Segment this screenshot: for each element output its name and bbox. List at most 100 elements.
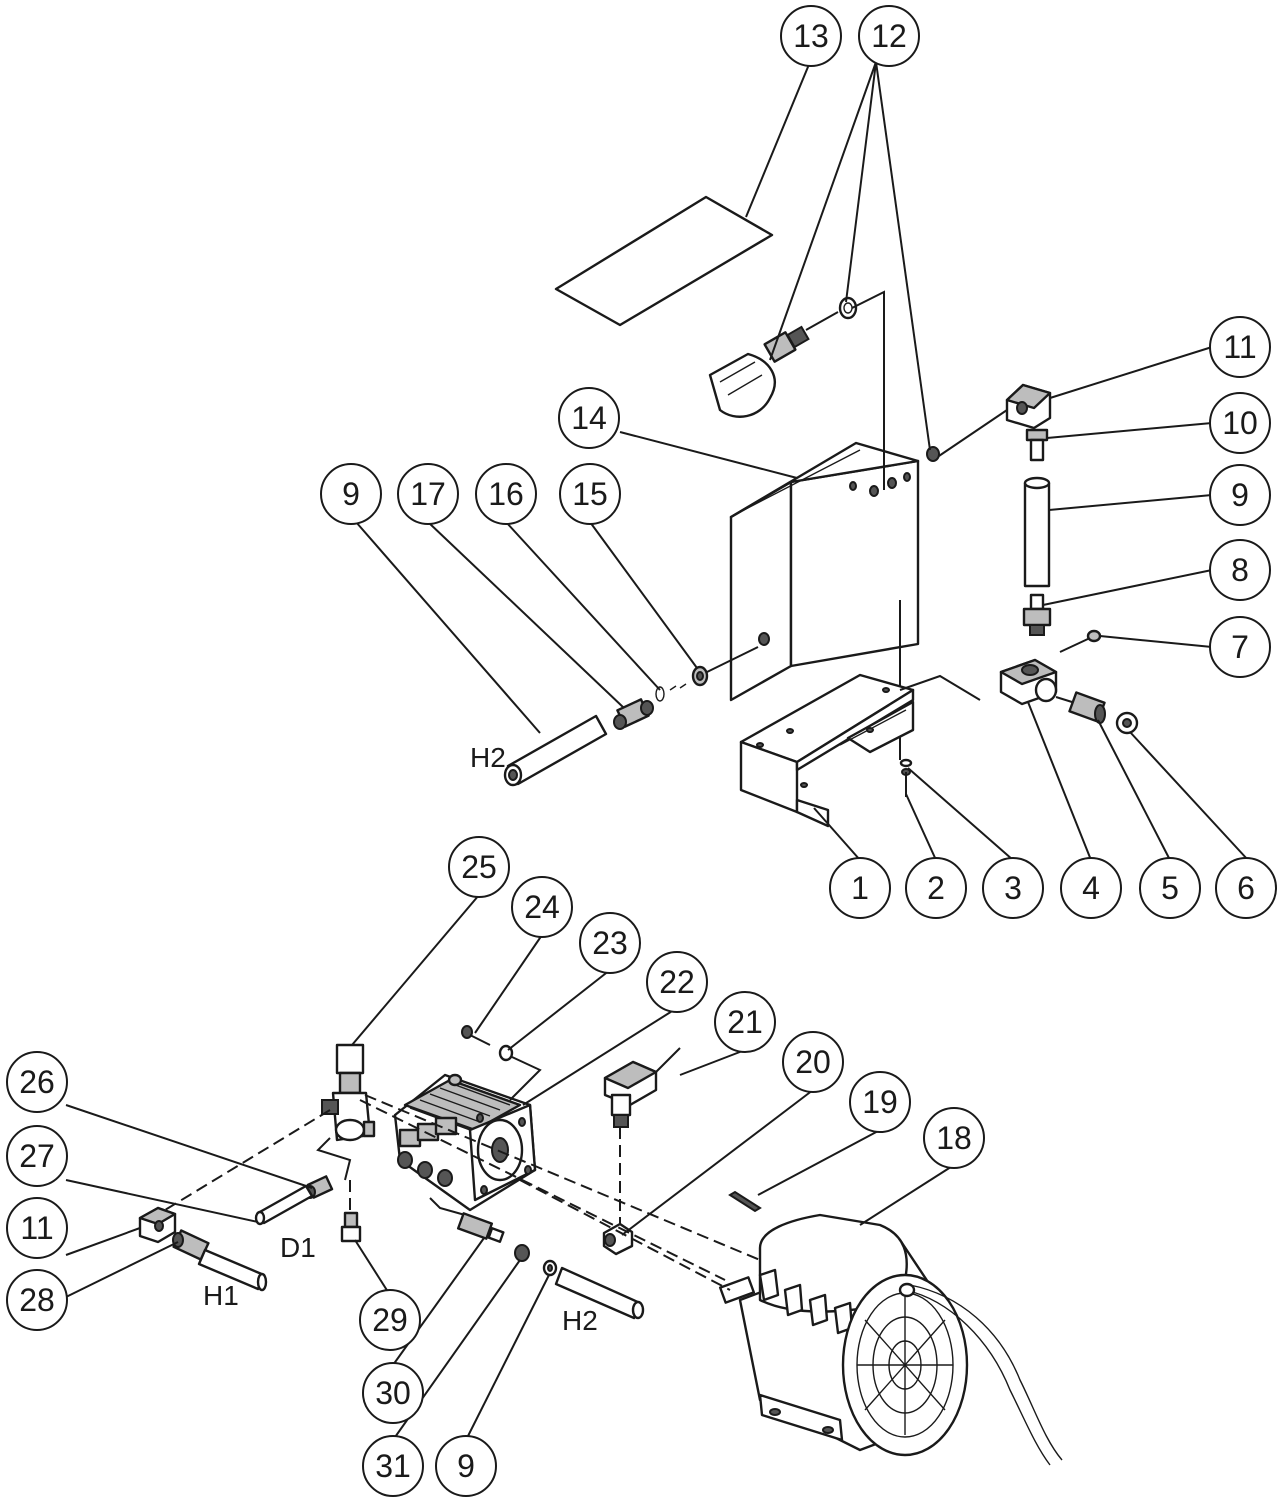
svg-text:28: 28	[19, 1282, 55, 1318]
svg-text:7: 7	[1231, 629, 1249, 665]
callout-5: 5	[1139, 857, 1201, 919]
part-4-valve-block	[999, 658, 1058, 706]
part-8-fitting	[1022, 593, 1052, 636]
svg-text:18: 18	[936, 1120, 972, 1156]
part-11-solenoid-top	[1005, 383, 1052, 430]
part-21-elbow	[603, 1047, 681, 1128]
svg-text:30: 30	[375, 1375, 411, 1411]
svg-text:D1: D1	[280, 1232, 316, 1263]
callout-1: 1	[829, 857, 891, 919]
svg-text:15: 15	[572, 476, 608, 512]
svg-text:27: 27	[19, 1138, 55, 1174]
svg-text:12: 12	[871, 18, 907, 54]
svg-text:16: 16	[488, 476, 524, 512]
callout-16: 16	[475, 463, 537, 525]
svg-text:6: 6	[1237, 870, 1255, 906]
callout-6: 6	[1215, 857, 1277, 919]
svg-text:11: 11	[20, 1210, 53, 1246]
svg-text:9: 9	[1231, 477, 1249, 513]
svg-text:17: 17	[410, 476, 446, 512]
svg-text:13: 13	[793, 18, 829, 54]
svg-text:H1: H1	[203, 1280, 239, 1311]
part-24-screw	[461, 1025, 491, 1046]
callout-9-bottom: 9	[435, 1435, 497, 1497]
svg-text:31: 31	[375, 1448, 411, 1484]
callout-20: 20	[782, 1031, 844, 1093]
label-h1: H1	[203, 1280, 239, 1311]
part-9-tube-right	[1023, 476, 1051, 588]
svg-text:2: 2	[927, 870, 945, 906]
part-16-oring	[655, 683, 687, 702]
svg-text:23: 23	[592, 925, 628, 961]
callout-29: 29	[359, 1289, 421, 1351]
svg-text:20: 20	[795, 1044, 831, 1080]
svg-text:29: 29	[372, 1302, 408, 1338]
callout-27: 27	[6, 1125, 68, 1187]
callout-7: 7	[1209, 616, 1271, 678]
part-1-bracket	[739, 673, 915, 828]
svg-text:10: 10	[1222, 405, 1258, 441]
label-d1: D1	[280, 1232, 316, 1263]
callout-22: 22	[646, 951, 708, 1013]
leader-lines	[65, 61, 1249, 1441]
callout-14: 14	[558, 387, 620, 449]
part-14-tank	[729, 441, 920, 702]
part-15-nut	[691, 665, 709, 687]
callout-4: 4	[1060, 857, 1122, 919]
part-31-nut	[514, 1244, 530, 1262]
svg-text:H2: H2	[562, 1305, 598, 1336]
svg-text:H2: H2	[470, 742, 506, 773]
label-h2-top: H2	[470, 742, 506, 773]
callout-9-right: 9	[1209, 464, 1271, 526]
part-18-motor	[718, 1213, 1063, 1466]
part-9-hose-h2-top	[503, 714, 608, 787]
callout-11-bottom: 11	[6, 1197, 68, 1259]
svg-text:9: 9	[342, 476, 360, 512]
svg-text:19: 19	[862, 1084, 898, 1120]
callout-10: 10	[1209, 392, 1271, 454]
svg-text:3: 3	[1004, 870, 1022, 906]
callout-17: 17	[397, 463, 459, 525]
callout-30: 30	[362, 1362, 424, 1424]
svg-text:8: 8	[1231, 552, 1249, 588]
part-12-washer	[926, 446, 940, 462]
part-17-barb-fitting	[613, 698, 654, 730]
part-2-screw	[899, 758, 913, 797]
part-29-fitting	[340, 1211, 362, 1243]
part-hose-h1	[197, 1248, 268, 1292]
svg-text:25: 25	[461, 849, 497, 885]
callout-13: 13	[780, 5, 842, 67]
part-9-washer-bottom	[542, 1259, 558, 1277]
svg-text:11: 11	[1223, 329, 1256, 365]
callout-8: 8	[1209, 539, 1271, 601]
svg-text:22: 22	[659, 964, 695, 1000]
callout-23: 23	[579, 912, 641, 974]
part-20-elbow	[602, 1222, 634, 1256]
svg-text:21: 21	[727, 1004, 763, 1040]
callout-9-left: 9	[320, 463, 382, 525]
part-25-unloader	[321, 1043, 376, 1142]
callout-11-top: 11	[1209, 316, 1271, 378]
part-27-hose-d1	[254, 1184, 314, 1226]
callout-25: 25	[448, 836, 510, 898]
part-13-plate	[554, 195, 774, 327]
callout-3: 3	[982, 857, 1044, 919]
svg-text:5: 5	[1161, 870, 1179, 906]
callout-15: 15	[559, 463, 621, 525]
part-10-fitting	[1025, 428, 1049, 462]
part-6-washer	[1115, 711, 1139, 735]
part-11-solenoid-bottom	[138, 1206, 177, 1244]
svg-text:14: 14	[571, 400, 607, 436]
svg-text:4: 4	[1082, 870, 1100, 906]
part-22-pump	[393, 1073, 537, 1212]
svg-text:9: 9	[457, 1448, 475, 1484]
callout-19: 19	[849, 1071, 911, 1133]
callout-18: 18	[923, 1107, 985, 1169]
part-12-float-valve	[708, 296, 858, 418]
callout-2: 2	[905, 857, 967, 919]
part-5-fitting	[1068, 691, 1106, 724]
svg-text:1: 1	[851, 870, 869, 906]
part-19-key	[728, 1190, 762, 1213]
callout-31: 31	[362, 1435, 424, 1497]
